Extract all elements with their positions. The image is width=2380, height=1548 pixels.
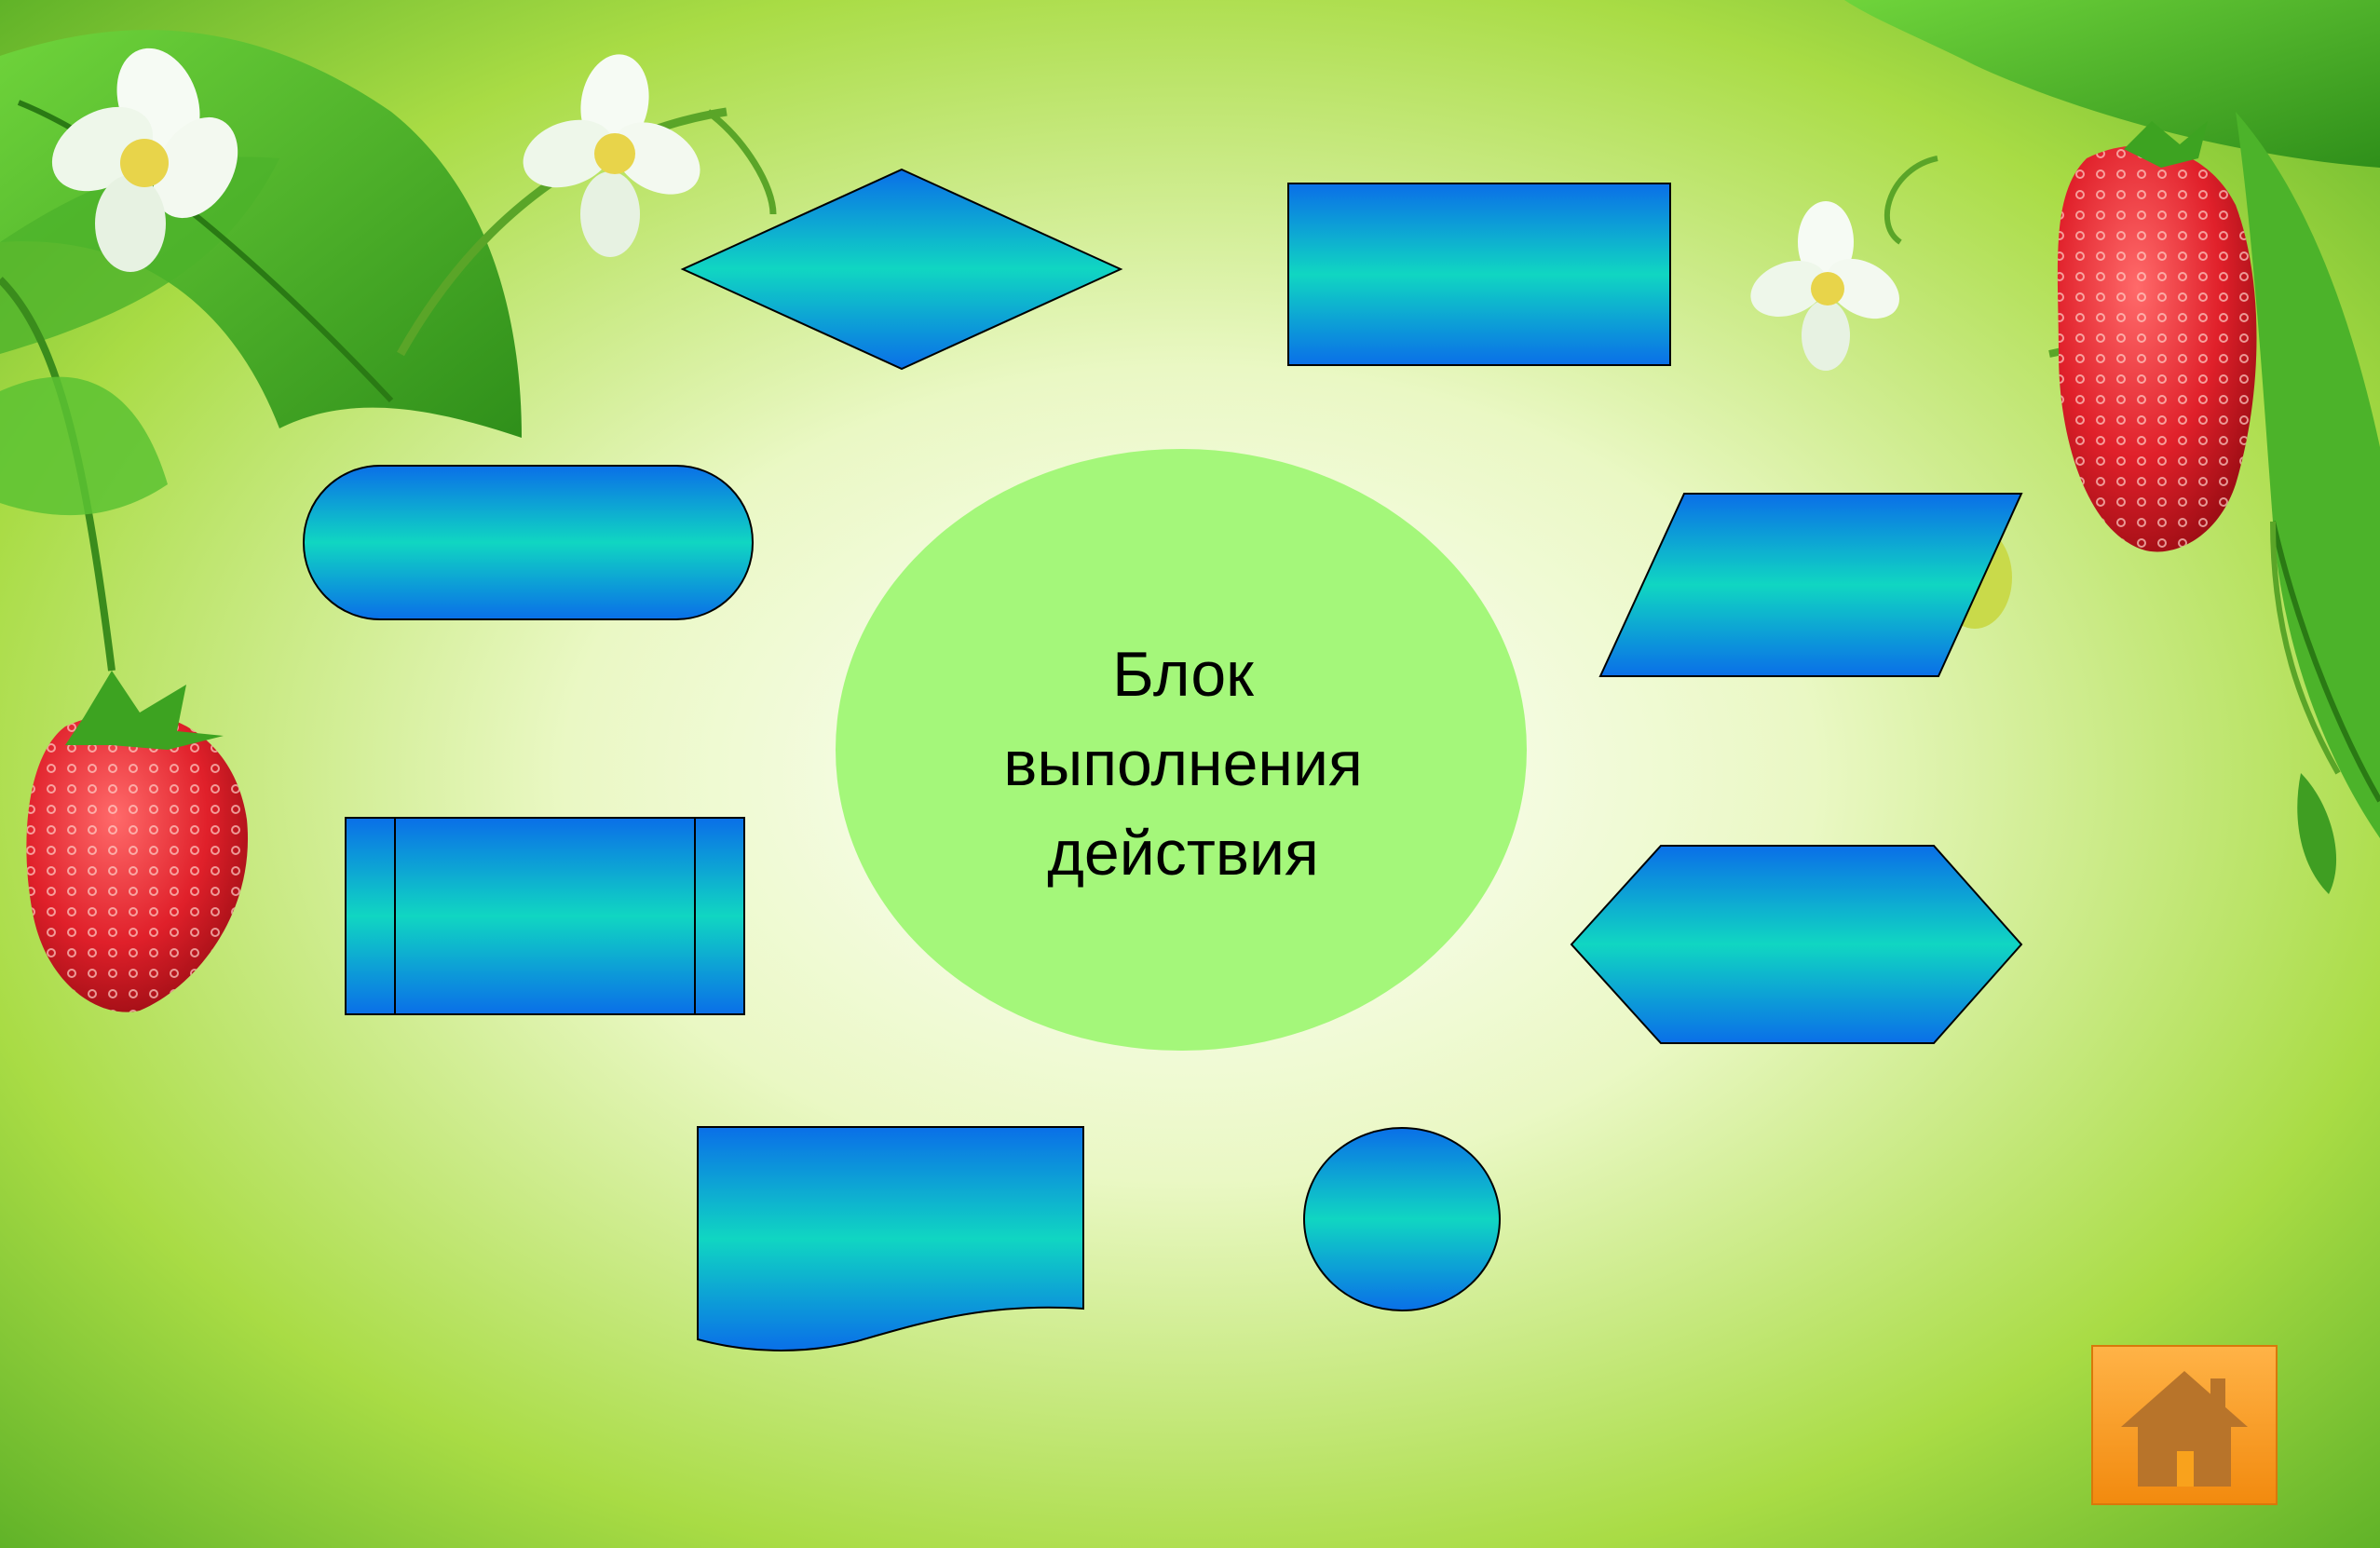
terminator-shape[interactable]: [304, 466, 753, 619]
predefined-process-shape[interactable]: [346, 818, 744, 1014]
center-block-label: Блок выполнения действия: [838, 624, 1528, 903]
center-block-line: выполнения: [1003, 719, 1363, 808]
center-block-line: Блок: [1112, 630, 1254, 719]
home-icon: [2091, 1345, 2278, 1505]
preparation-hexagon-shape[interactable]: [1571, 846, 2021, 1043]
home-button[interactable]: [2091, 1345, 2278, 1505]
process-rectangle-shape[interactable]: [1288, 183, 1670, 365]
center-block-line: действия: [1047, 808, 1319, 898]
connector-circle-shape[interactable]: [1304, 1128, 1500, 1310]
